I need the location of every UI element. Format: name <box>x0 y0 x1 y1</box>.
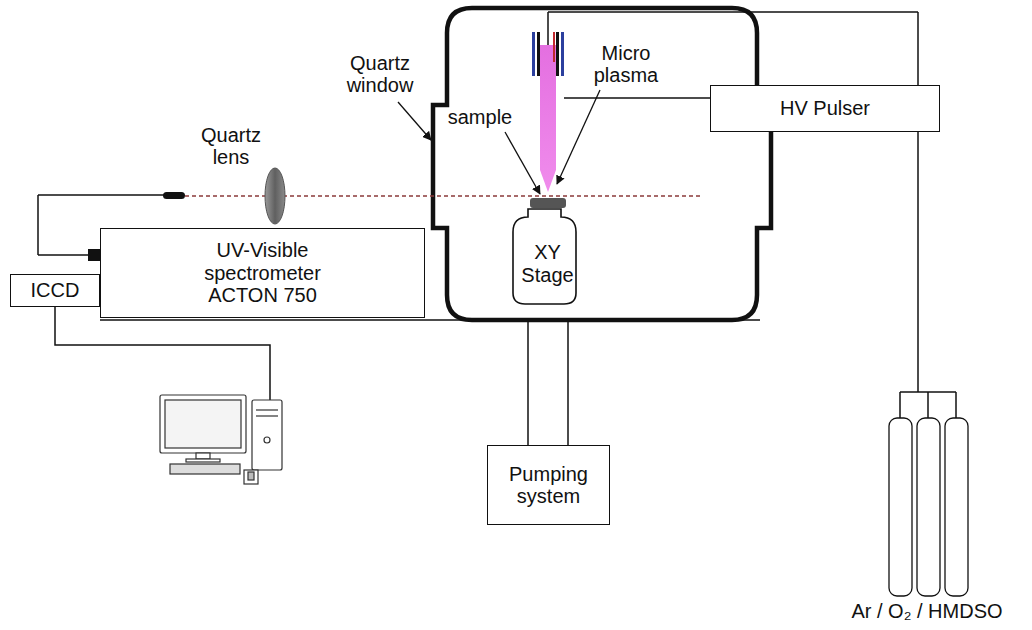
device-box: ICCD <box>10 274 100 307</box>
data-cable <box>55 306 270 400</box>
leader-line <box>398 102 431 140</box>
box-text: HV Pulser <box>780 97 870 119</box>
electrode <box>553 32 555 62</box>
electrode <box>556 32 559 76</box>
part-label: Quartz window <box>340 52 420 97</box>
part-label: Quartz lens <box>196 124 266 169</box>
optical-axis <box>185 195 700 196</box>
gas-cylinder <box>917 418 940 596</box>
gas-line <box>548 11 918 13</box>
gas-line <box>899 392 901 418</box>
optical-fiber <box>37 195 39 255</box>
leader-line <box>557 90 600 184</box>
box-text: UV-Visible spectrometer ACTON 750 <box>175 239 350 306</box>
stage-shape: XY Stage <box>512 208 584 305</box>
gas-label: Ar / O₂ / HMDSO <box>828 600 1026 622</box>
gas-line <box>917 12 919 392</box>
fiber-connector <box>163 192 185 199</box>
optical-fiber <box>38 194 165 196</box>
computer-icon <box>160 395 282 484</box>
electrode <box>532 32 535 76</box>
part-label: sample <box>440 106 520 128</box>
gas-cylinder <box>889 418 912 596</box>
leader-line <box>505 132 540 194</box>
gas-line <box>927 392 929 418</box>
pump-pipe <box>527 322 529 445</box>
box-text: XY Stage <box>518 241 578 286</box>
box-text: ICCD <box>31 279 80 301</box>
device-box: Pumping system <box>487 445 610 525</box>
box-text: Pumping system <box>494 463 604 508</box>
gas-line <box>955 392 957 418</box>
quartz-lens <box>265 168 285 224</box>
pump-pipe <box>567 322 569 445</box>
sample <box>530 198 566 208</box>
vacuum-chamber <box>433 8 771 320</box>
fiber-port <box>88 249 100 261</box>
gas-line <box>547 12 549 45</box>
micro-plasma <box>540 45 556 192</box>
part-label: Micro plasma <box>586 42 666 87</box>
optical-fiber <box>38 254 90 256</box>
electrode <box>537 32 540 76</box>
electrode <box>561 32 564 76</box>
hv-wire <box>564 97 710 99</box>
gas-cylinder <box>945 418 968 596</box>
device-box: UV-Visible spectrometer ACTON 750 <box>100 228 425 318</box>
device-box: HV Pulser <box>710 85 940 132</box>
